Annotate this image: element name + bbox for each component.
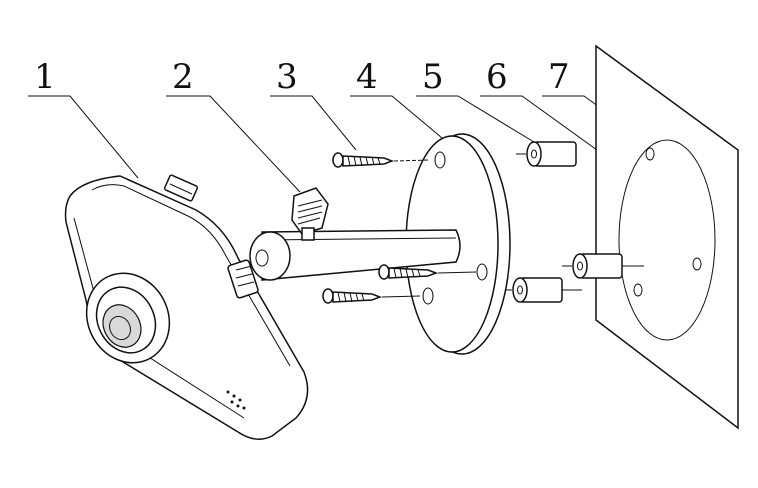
wall-panel	[596, 46, 738, 428]
anchor-top	[516, 142, 576, 166]
callout-5: 5	[422, 57, 444, 97]
callout-labels: 1 2 3 4 5 6 7	[34, 57, 570, 97]
callout-4: 4	[356, 57, 378, 97]
callout-7: 7	[548, 57, 570, 97]
leader-1	[28, 96, 138, 178]
callout-2: 2	[172, 57, 194, 97]
callout-6: 6	[486, 57, 508, 97]
camera-body	[66, 175, 308, 440]
leader-4	[350, 96, 442, 138]
callout-3: 3	[276, 57, 298, 97]
leader-3	[270, 96, 356, 150]
callout-1: 1	[34, 57, 56, 97]
anchor-bottom	[502, 278, 582, 302]
leader-5	[416, 96, 534, 142]
wall-plate	[596, 46, 738, 428]
leader-2	[166, 96, 300, 192]
screw-bottom	[323, 289, 420, 303]
screw-top	[333, 153, 430, 167]
